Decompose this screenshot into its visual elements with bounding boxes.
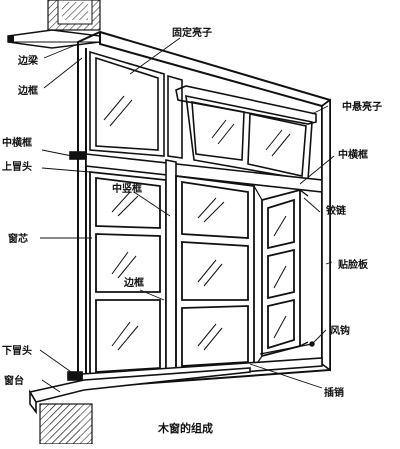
window-sill: [28, 367, 251, 415]
label-wind-hook: 风钩: [330, 324, 350, 337]
label-facing-board: 贴脸板: [337, 258, 369, 271]
label-side-frame-mid: 边框: [123, 276, 144, 289]
diagram-caption: 木窗的组成: [157, 421, 213, 435]
label-latch-bolt: 插销: [324, 386, 344, 399]
facing-board: [321, 98, 331, 372]
top-middle-pane: [167, 74, 183, 159]
label-bottom-rail: 下冒头: [2, 344, 32, 357]
right-open-casement: [253, 185, 309, 369]
label-middle-transom-right: 中横框: [338, 148, 368, 161]
label-middle-transom-left: 中横框: [2, 136, 32, 149]
label-glazing-bar: 窗芯: [8, 232, 28, 245]
bottom-wall: [39, 403, 93, 445]
label-center-pivot-transom: 中悬亮子: [342, 100, 382, 113]
top-wall: [47, 0, 101, 31]
label-top-rail: 上冒头: [2, 160, 32, 173]
left-casement: [89, 171, 167, 379]
label-hinge: 铰链: [326, 204, 347, 217]
label-fixed-transom: 固定亮子: [172, 26, 212, 39]
label-mullion: 中竖框: [112, 182, 142, 195]
label-window-sill: 窗台: [4, 374, 24, 387]
middle-casement: [175, 174, 255, 375]
window-frame: [77, 30, 331, 389]
label-side-frame-top: 边框: [17, 84, 38, 97]
label-lintel: 边梁: [17, 54, 39, 67]
fixed-transom: [89, 50, 165, 157]
mullion: [165, 159, 177, 375]
leader-lines: [39, 37, 335, 393]
labels: 固定亮子 中悬亮子 边梁 边框 中横框 上冒头 中横框 中竖框 铰链 窗芯 贴脸…: [2, 26, 382, 435]
